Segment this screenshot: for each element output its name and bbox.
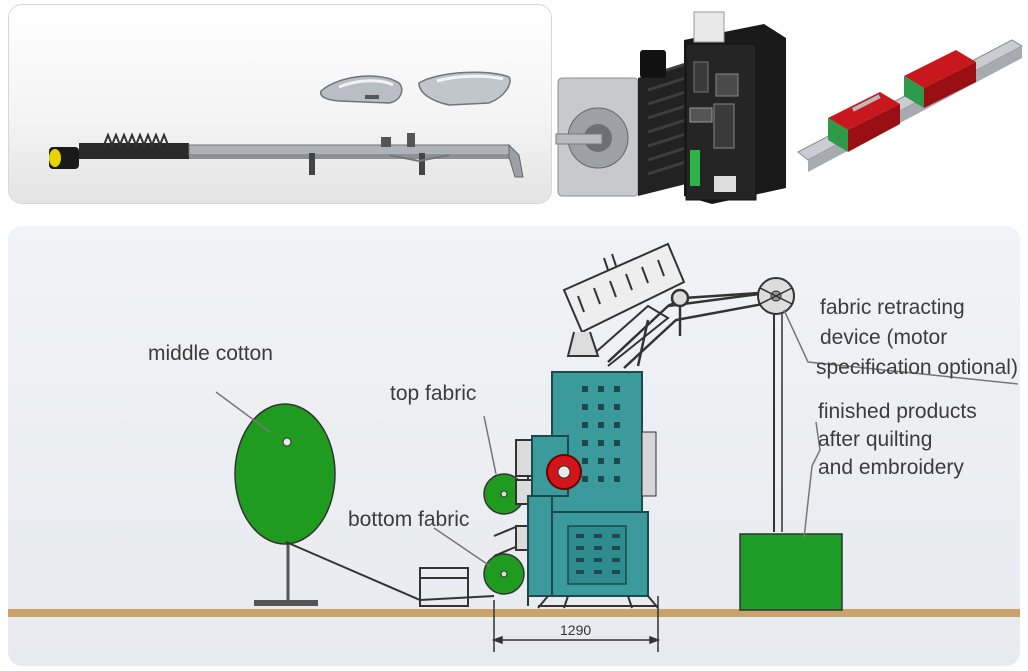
floor-line bbox=[8, 609, 1020, 617]
label-middle-cotton: middle cotton bbox=[148, 342, 273, 365]
fabric-retracting-wheel bbox=[757, 277, 795, 532]
label-retracting-line-2: device (motor bbox=[820, 326, 948, 349]
quilting-machine-body bbox=[527, 371, 659, 609]
top-fabric-roll bbox=[483, 473, 525, 515]
dimension-label: 1290 bbox=[560, 622, 592, 638]
needle-bar-icon bbox=[49, 132, 524, 178]
finished-product-box bbox=[739, 533, 843, 611]
needle-bar-product-photo bbox=[8, 4, 552, 204]
shuttle-right-icon bbox=[418, 71, 511, 106]
servo-motor-icon bbox=[555, 50, 702, 197]
dimension-1290 bbox=[491, 596, 661, 652]
servo-driver-icon bbox=[684, 11, 786, 204]
cotton-feed-line bbox=[285, 541, 495, 602]
label-bottom-fabric: bottom fabric bbox=[348, 508, 470, 531]
servo-rail-illustration bbox=[555, 11, 1024, 204]
feed-table bbox=[419, 567, 469, 607]
machine-schematic bbox=[8, 242, 1020, 652]
bottom-fabric-roll bbox=[483, 553, 525, 595]
callout-lines bbox=[215, 309, 1019, 567]
needle-rack bbox=[562, 242, 686, 367]
label-finished-line-2: after quilting bbox=[818, 428, 933, 451]
servo-and-rail-product-photo bbox=[552, 0, 1028, 210]
label-finished-line-3: and embroidery bbox=[818, 456, 964, 479]
label-retracting-line-3: specification optional) bbox=[816, 356, 1018, 379]
label-finished-line-1: finished products bbox=[818, 400, 977, 423]
needle-bar-illustration bbox=[49, 71, 524, 178]
label-retracting-line-1: fabric retracting bbox=[820, 296, 965, 319]
quilting-machine-diagram: 1290 middle cotton top fabric bottom fab… bbox=[8, 226, 1020, 666]
linear-rail-icon bbox=[797, 39, 1024, 172]
shuttle-left-icon bbox=[319, 75, 403, 104]
middle-cotton-roll bbox=[234, 403, 336, 606]
label-top-fabric: top fabric bbox=[390, 382, 477, 405]
red-drive-wheel bbox=[546, 454, 582, 490]
overhead-beam bbox=[607, 288, 775, 369]
